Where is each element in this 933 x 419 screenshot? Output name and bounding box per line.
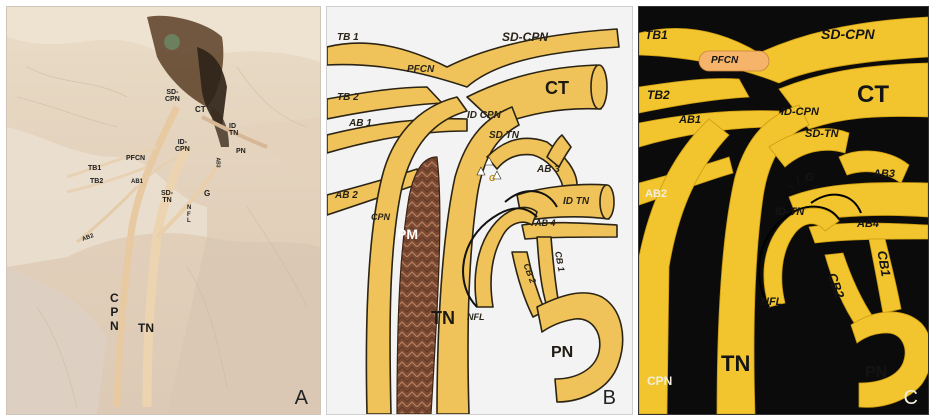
label-a-ct: CT <box>195 106 206 114</box>
label-a-ab1: AB1 <box>131 179 143 185</box>
label-c-ab1: AB1 <box>679 115 701 126</box>
label-a-tb2: TB2 <box>90 178 103 185</box>
label-a-nfl: N F L <box>187 205 191 225</box>
dissection-photo <box>7 7 320 414</box>
label-c-sd-cpn: SD-CPN <box>821 27 875 41</box>
label-b-pfcn: PFCN <box>407 65 434 75</box>
label-a-sd-cpn: SD- CPN <box>165 89 180 103</box>
label-c-tn: TN <box>721 353 750 375</box>
label-b-id-cpn: ID CPN <box>467 111 501 121</box>
label-a-g: G <box>204 190 210 198</box>
label-b-sd-cpn: SD-CPN <box>502 31 548 43</box>
label-b-ab2: AB 2 <box>335 191 358 201</box>
label-b-pm: PM <box>397 227 418 241</box>
panel-b-letter: B <box>603 388 616 408</box>
label-a-sd-tn: SD- TN <box>161 190 173 204</box>
label-a-id-cpn: ID- CPN <box>175 139 190 153</box>
label-c-id-cpn: ID-CPN <box>781 107 819 118</box>
label-a-cpn: C P N <box>110 292 119 333</box>
label-c-ab3: AB3 <box>873 169 895 180</box>
label-a-id-tn: ID TN <box>229 123 238 137</box>
label-b-ab4: AB 4 <box>535 219 556 228</box>
label-a-tb1: TB1 <box>88 165 101 172</box>
label-b-tb2: TB 2 <box>337 93 359 103</box>
label-c-tb2: TB2 <box>647 89 670 101</box>
label-b-ab1: AB 1 <box>349 119 372 129</box>
panel-a-letter: A <box>295 388 308 408</box>
label-b-id-tn: ID TN <box>563 197 589 207</box>
label-c-pn: PN <box>865 365 887 381</box>
panel-a-photograph: SD- CPN CT ID- CPN ID TN PN AB3 PFCN TB1… <box>6 6 321 415</box>
label-c-ct: CT <box>857 83 889 107</box>
label-c-ab4: AB4 <box>857 219 879 230</box>
label-a-pfcn: PFCN <box>126 155 145 162</box>
label-a-tn: TN <box>138 322 154 334</box>
label-c-ab2: AB2 <box>645 189 667 200</box>
label-b-pn: PN <box>551 345 573 361</box>
label-b-sd-tn: SD TN <box>489 131 519 141</box>
label-b-ab3: AB 3 <box>537 165 560 175</box>
label-c-sd-tn: SD-TN <box>805 129 839 140</box>
label-b-nfl: NFL <box>467 313 485 322</box>
panel-b-schematic: TB 1 SD-CPN PFCN TB 2 CT AB 1 ID CPN SD … <box>326 6 633 415</box>
label-a-pn: PN <box>236 148 246 155</box>
label-c-cpn: CPN <box>647 375 672 387</box>
label-c-pfcn: PFCN <box>711 56 738 66</box>
label-c-cb1: CB1 <box>875 250 892 278</box>
label-c-g: G <box>805 171 814 183</box>
label-c-tb1: TB1 <box>645 29 668 41</box>
panel-c-schematic: TB1 PFCN SD-CPN TB2 CT AB1 ID-CPN SD-TN … <box>638 6 929 415</box>
label-b-tb1: TB 1 <box>337 33 359 43</box>
label-a-ab3: AB3 <box>215 157 220 167</box>
panel-c-letter: C <box>904 388 918 408</box>
label-b-g: G <box>489 175 495 183</box>
label-c-id-tn: ID-TN <box>775 207 804 218</box>
label-b-ct: CT <box>545 79 569 97</box>
schematic-drawing <box>327 7 632 414</box>
label-b-tn: TN <box>431 309 455 327</box>
label-b-cpn: CPN <box>371 213 390 222</box>
label-c-nfl: NFL <box>761 297 782 308</box>
